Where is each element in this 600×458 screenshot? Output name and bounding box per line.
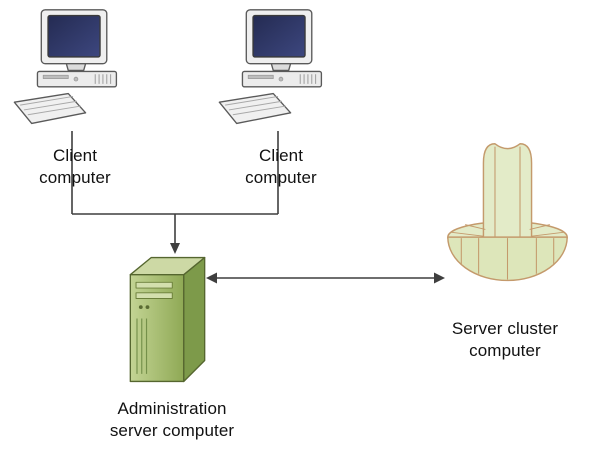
client-computer-2-icon (215, 4, 345, 134)
server-cluster-icon (440, 138, 575, 292)
client-computer-1-icon (10, 4, 140, 134)
admin-server-icon (115, 248, 220, 391)
client1-label: Client computer (39, 146, 111, 187)
admin-server-label: Administration server computer (109, 399, 235, 440)
client2-label: Client computer (245, 146, 317, 187)
server-cluster-label: Server cluster computer (451, 319, 559, 360)
